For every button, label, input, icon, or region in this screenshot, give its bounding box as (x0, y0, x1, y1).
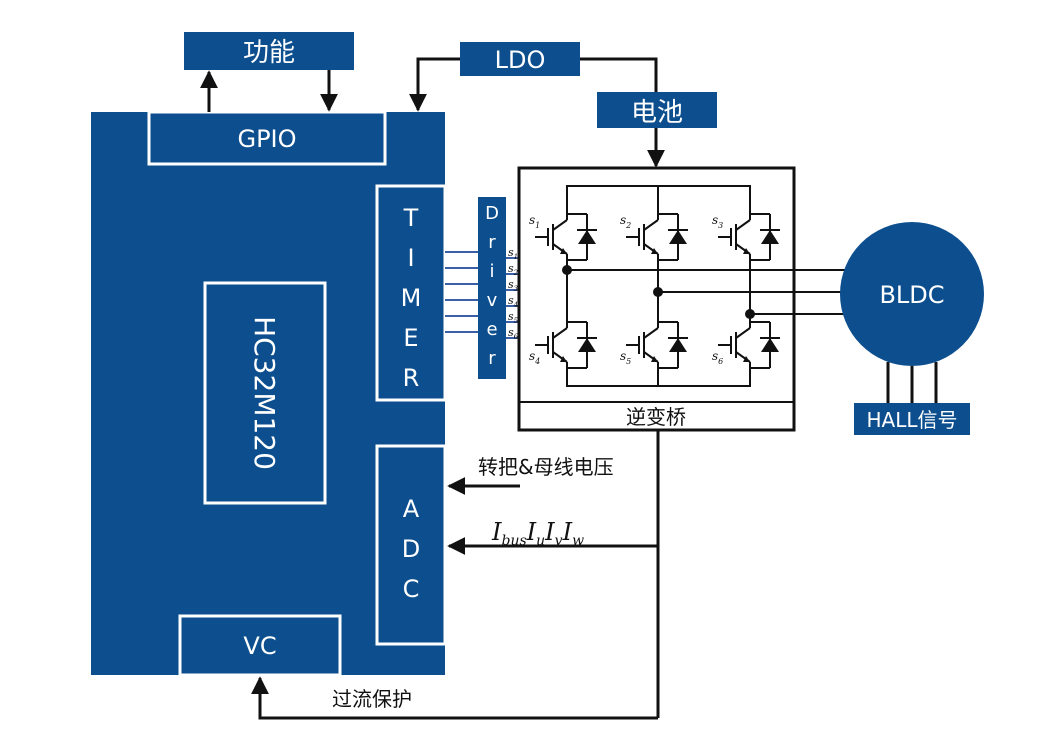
switch-label: s4 (529, 349, 540, 366)
adc-letters-letter: C (403, 575, 420, 603)
driver-letters-letter: v (487, 290, 498, 311)
switch-label: s2 (620, 213, 631, 230)
hall-wires (886, 362, 938, 404)
igbt-switch (535, 316, 597, 374)
timer-box (375, 184, 447, 402)
vc-box (178, 614, 342, 677)
timer-letters-letter: T (403, 204, 419, 232)
driver-letters-letter: i (489, 261, 494, 282)
igbt-switch (718, 208, 780, 266)
overcurrent-arrow (251, 676, 658, 720)
driver-letters-letter: e (486, 319, 497, 340)
ldo-to-battery-line (580, 57, 658, 92)
switch-label: s5 (620, 349, 631, 366)
gpio-label: GPIO (237, 125, 296, 153)
timer-letters-letter: R (403, 364, 420, 392)
igbt-switch (626, 208, 688, 266)
switch-labels: s1 s2 s3 s4 s5 s6 (529, 213, 723, 366)
timer-letters-letter: M (401, 284, 422, 312)
switch-label: s1 (529, 213, 540, 230)
igbt-switch (626, 316, 688, 374)
battery-label: 电池 (631, 98, 683, 128)
bldc-motor (840, 222, 984, 366)
igbt-switch (535, 208, 597, 266)
gpio-box (147, 110, 387, 166)
bldc-label: BLDC (879, 281, 944, 309)
adc-box (375, 444, 447, 646)
overcurrent-label: 过流保护 (332, 687, 412, 711)
adc-label: ADC (402, 495, 420, 603)
vc-label: VC (243, 632, 276, 660)
driver-signal-label: s5 (508, 310, 519, 325)
timer-driver-bus (445, 251, 478, 333)
throttle-voltage-label: 转把&母线电压 (478, 455, 614, 479)
driver-gate-lines (506, 257, 519, 339)
switch-label: s6 (712, 349, 723, 366)
ldo-box (460, 42, 580, 76)
driver-signal-label: s2 (508, 262, 519, 277)
driver-letters-letter: D (485, 203, 499, 224)
mcu-chip-label: HC32M120 (248, 316, 281, 470)
driver-box (478, 197, 506, 379)
adc-letters-letter: A (403, 495, 420, 523)
driver-signal-label: s4 (508, 294, 518, 309)
ldo-label: LDO (495, 46, 546, 74)
driver-signal-label: s1 (508, 246, 518, 261)
inverter-box (517, 166, 796, 432)
function-label: 功能 (243, 38, 295, 68)
mcu-chip-box (203, 281, 327, 505)
phase-u-node (562, 265, 572, 275)
phase-w-node (745, 309, 755, 319)
hall-box (854, 403, 970, 435)
switch-label: s3 (712, 213, 723, 230)
inverter-label: 逆变桥 (626, 405, 686, 429)
current-sense-label: IbusIuIvIw (491, 518, 584, 549)
timer-letters-letter: E (403, 324, 418, 352)
phase-v-node (653, 287, 663, 297)
inverter-switches (535, 208, 780, 374)
timer-letters-letter: I (407, 244, 414, 272)
driver-signal-label: s6 (508, 326, 519, 341)
driver-letters-letter: r (488, 348, 496, 369)
driver-letters-letter: r (488, 232, 496, 253)
driver-signal-label: s3 (508, 278, 519, 293)
hall-label: HALL信号 (866, 408, 957, 432)
function-box (184, 32, 354, 70)
igbt-switch (718, 316, 780, 374)
ldo-to-mcu-arrow (409, 57, 460, 112)
battery-box (597, 92, 717, 128)
adc-letters-letter: D (402, 535, 420, 563)
